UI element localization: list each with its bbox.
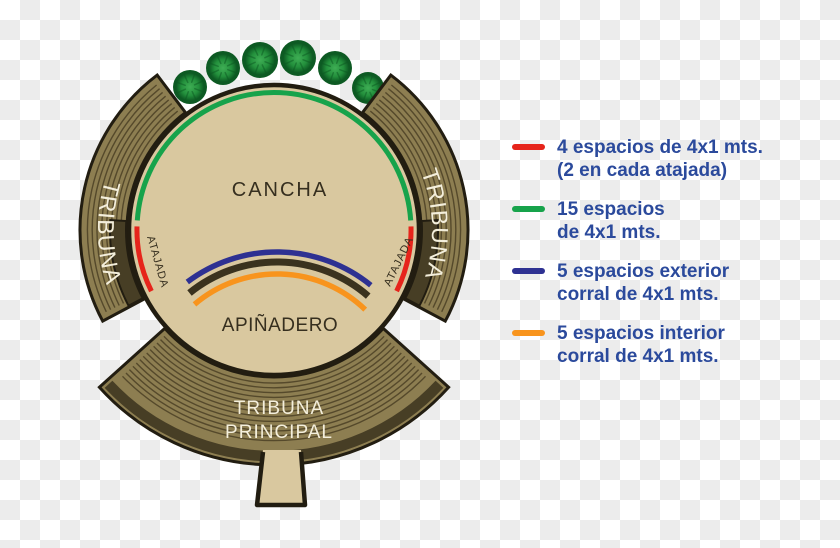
court-label: CANCHA (232, 179, 328, 201)
entrance-ramp (254, 450, 308, 508)
legend-text: 5 espacios interior corral de 4x1 mts. (557, 322, 725, 368)
green-spaces-arc (134, 90, 414, 221)
stand-seat-line (146, 352, 402, 408)
legend-line: 15 espacios (557, 199, 665, 220)
legend-text: 15 espacios de 4x1 mts. (557, 198, 665, 244)
entrance-outline (254, 451, 308, 508)
stand-seat-line (91, 88, 161, 311)
interior-corral-arc (192, 271, 368, 312)
stand-seat-line (378, 99, 443, 304)
stand-seat-line (125, 372, 423, 437)
entrance-fill (257, 450, 305, 505)
legend-swatch-green (512, 206, 545, 212)
exterior-corral-arc (185, 249, 373, 288)
left-atajada-wall (108, 218, 145, 308)
stand-seat-line (381, 95, 447, 306)
legend-swatch-red (512, 144, 545, 150)
legend-swatch-blue (512, 268, 545, 274)
right-atajada-wall (403, 218, 440, 308)
stand-seat-line (390, 84, 462, 313)
legend-line: 5 espacios interior (557, 323, 725, 344)
stand-seat-line (135, 362, 413, 423)
legend-item-green-spaces: 15 espacios de 4x1 mts. (512, 198, 812, 244)
legend-line: 4 espacios de 4x1 mts. (557, 137, 763, 158)
stand-seat-line (142, 355, 406, 413)
stand-seat-line (132, 365, 416, 427)
stand-seat-line (139, 359, 409, 418)
tribuna-principal-label-line1: TRIBUNA (234, 398, 324, 419)
stand-seat-line (101, 95, 167, 306)
legend-line: 5 espacios exterior (557, 261, 730, 282)
tree-icon (318, 51, 352, 85)
stand-seat-line (156, 342, 392, 394)
court-circle (126, 82, 422, 378)
legend-item-red-spaces: 4 espacios de 4x1 mts. (2 en cada atajad… (512, 136, 812, 182)
stand-seat-line (105, 99, 170, 304)
legend-line: corral de 4x1 mts. (557, 346, 719, 367)
legend: 4 espacios de 4x1 mts. (2 en cada atajad… (512, 136, 812, 384)
left-atajada-red-arc (134, 226, 154, 293)
stand-seat-line (153, 345, 395, 399)
stand-seat-line (149, 349, 399, 403)
stand-seat-line (128, 369, 420, 432)
trees-row (173, 40, 384, 104)
stand-seat-line (159, 339, 389, 389)
stand-seat-line (96, 91, 164, 308)
legend-item-exterior-corral: 5 espacios exterior corral de 4x1 mts. (512, 260, 812, 306)
right-atajada-red-arc (394, 226, 414, 293)
stand-seat-line (86, 84, 158, 313)
stand-seat-line (163, 335, 385, 384)
tree-icon (242, 42, 278, 78)
apinadero-label: APIÑADERO (222, 314, 338, 336)
main-stand-outer-band (104, 380, 444, 462)
legend-swatch-orange (512, 330, 545, 336)
stand-seat-lines (86, 84, 462, 442)
legend-line: (2 en cada atajada) (557, 160, 728, 181)
legend-text: 5 espacios exterior corral de 4x1 mts. (557, 260, 729, 306)
tree-icon (280, 40, 316, 76)
legend-line: corral de 4x1 mts. (557, 284, 719, 305)
stand-seat-line (387, 88, 457, 311)
tree-icon (173, 70, 207, 104)
legend-text: 4 espacios de 4x1 mts. (2 en cada atajad… (557, 136, 763, 182)
stand-seat-line (121, 375, 427, 442)
tree-icon (206, 51, 240, 85)
legend-line: de 4x1 mts. (557, 222, 661, 243)
legend-item-interior-corral: 5 espacios interior corral de 4x1 mts. (512, 322, 812, 368)
corral-wall-arc (187, 258, 371, 299)
tribuna-principal-label-line2: PRINCIPAL (225, 422, 333, 443)
stand-seat-line (384, 91, 452, 308)
